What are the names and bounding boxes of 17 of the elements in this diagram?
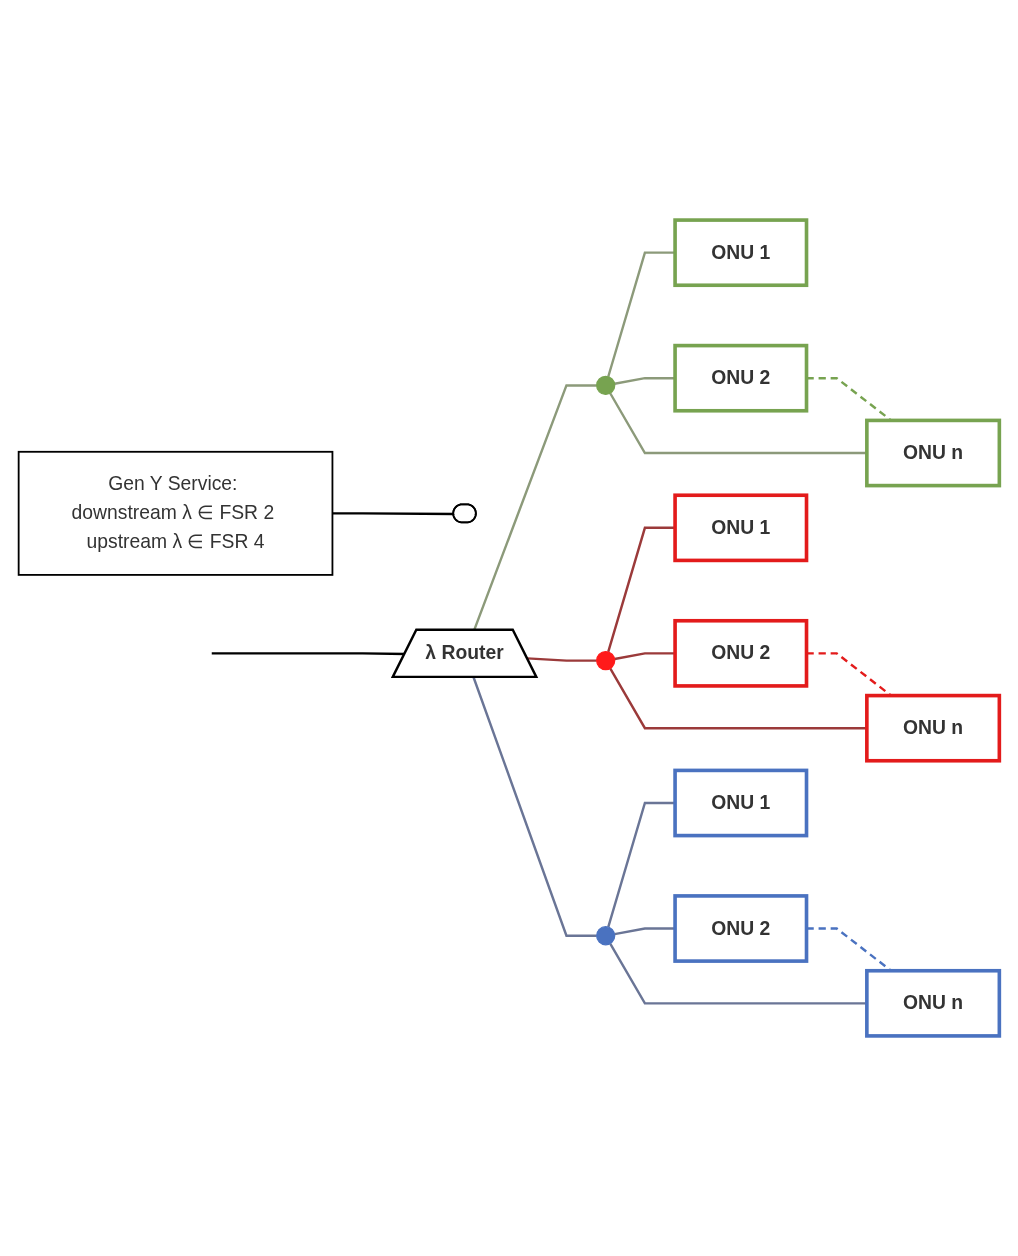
node-circle xyxy=(596,650,616,671)
node-box: ONU 2 xyxy=(673,343,809,413)
connector xyxy=(527,657,597,662)
node-circle xyxy=(596,926,616,946)
node-box: ONU 2 xyxy=(673,894,809,963)
node-box: ONU 2 xyxy=(673,618,809,688)
connector xyxy=(332,512,454,516)
node-box: ONU n xyxy=(865,693,1002,763)
node-box: Gen Y Service: downstream λ ∈ FSR 2 upstream λ ∈ FSR 4 xyxy=(17,450,334,576)
node-box: ONU 1 xyxy=(673,493,809,563)
node-circle xyxy=(596,375,616,396)
connector xyxy=(211,652,406,656)
connector xyxy=(472,677,597,937)
node-box: ONU 1 xyxy=(673,218,809,288)
node-box: ONU 1 xyxy=(673,768,809,838)
node-box: ONU n xyxy=(865,418,1002,488)
node-box: ONU n xyxy=(865,968,1002,1038)
